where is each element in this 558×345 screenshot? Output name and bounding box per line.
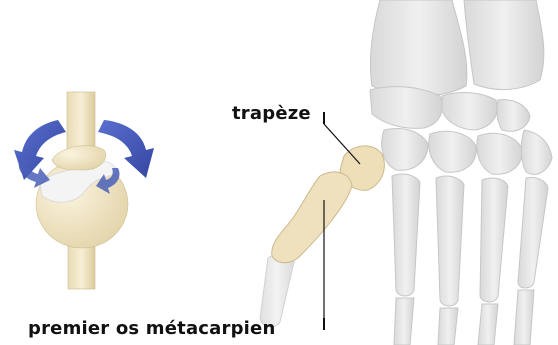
label-first-metacarpal: premier os métacarpien: [28, 318, 275, 339]
saddle-joint-icon: [36, 92, 128, 289]
hand-skeleton: [260, 0, 552, 345]
highlighted-bones: [272, 146, 385, 263]
first-metacarpal-bone: [272, 172, 352, 263]
label-trapeze: trapèze: [232, 103, 311, 124]
